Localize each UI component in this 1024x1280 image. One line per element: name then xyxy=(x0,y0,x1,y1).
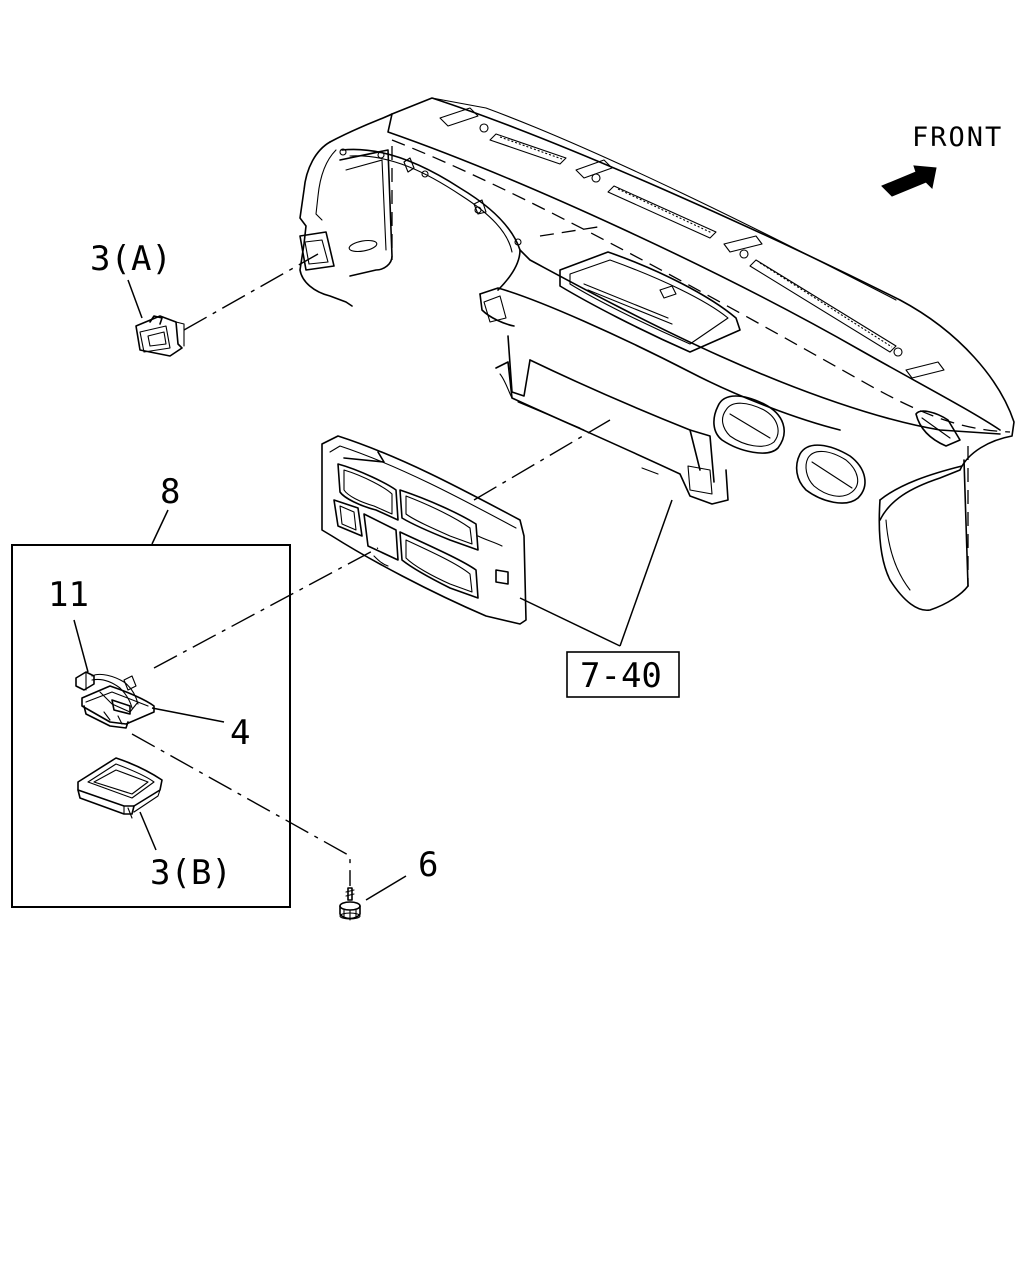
front-arrow-icon xyxy=(881,165,937,197)
center-bezel xyxy=(321,435,527,625)
meter-hood xyxy=(559,251,741,353)
instrument-panel xyxy=(299,97,1015,611)
callout-8: 8 xyxy=(160,472,180,512)
callout-3a: 3(A) xyxy=(90,239,172,279)
callout-6: 6 xyxy=(418,845,438,885)
part-11-connector xyxy=(75,671,95,691)
ref-7-40-label: 7-40 xyxy=(580,656,662,696)
part-4-bracket xyxy=(81,673,155,729)
callout-11: 11 xyxy=(48,575,89,615)
defroster-vents xyxy=(489,133,897,353)
callout-3b: 3(B) xyxy=(150,853,232,893)
kit-box xyxy=(11,544,291,908)
part-3b-tray xyxy=(77,757,163,819)
part-3a-pocket xyxy=(135,315,185,357)
side-vents xyxy=(713,395,961,504)
part-6-screw xyxy=(339,887,361,921)
leader-lines xyxy=(73,253,673,901)
front-indicator: FRONT xyxy=(881,122,1003,197)
front-label: FRONT xyxy=(912,122,1003,153)
ref-box-7-40: 7-40 xyxy=(566,651,680,698)
callout-4: 4 xyxy=(230,713,250,753)
